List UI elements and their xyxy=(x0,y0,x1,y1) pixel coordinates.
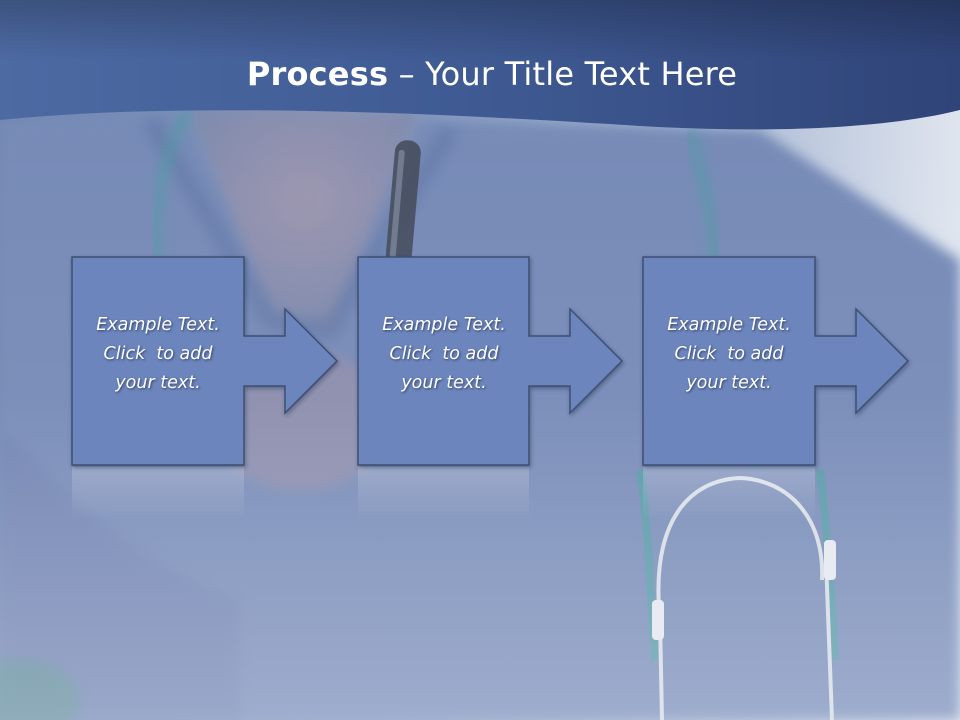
step-3-text[interactable]: Example Text. Click to add your text. xyxy=(641,311,817,398)
step-3-line-3: your text. xyxy=(686,373,772,393)
title-banner xyxy=(0,0,960,130)
step-2-reflection xyxy=(358,467,529,520)
step-1-line-2: Click to add xyxy=(103,344,213,364)
step-1-shape[interactable] xyxy=(71,256,339,466)
step-2-shape[interactable] xyxy=(357,256,624,466)
step-1-text[interactable]: Example Text. Click to add your text. xyxy=(70,311,246,398)
step-2-line-2: Click to add xyxy=(389,344,499,364)
step-1-line-3: your text. xyxy=(115,373,201,393)
step-3-reflection xyxy=(643,467,815,520)
step-2-line-3: your text. xyxy=(401,373,487,393)
step-2-line-1: Example Text. xyxy=(382,315,506,335)
step-1-line-1: Example Text. xyxy=(96,315,220,335)
title-rest-part: Your Title Text Here xyxy=(425,55,738,93)
step-1-reflection xyxy=(72,467,244,520)
slide-title: Process – Your Title Text Here xyxy=(0,52,960,96)
step-3-line-1: Example Text. xyxy=(667,315,791,335)
reflections xyxy=(72,467,815,520)
title-bold-part: Process xyxy=(246,55,389,93)
step-3-shape[interactable] xyxy=(642,256,910,466)
step-3-line-2: Click to add xyxy=(674,344,784,364)
title-separator: – xyxy=(398,55,415,93)
step-2-text[interactable]: Example Text. Click to add your text. xyxy=(356,311,532,398)
